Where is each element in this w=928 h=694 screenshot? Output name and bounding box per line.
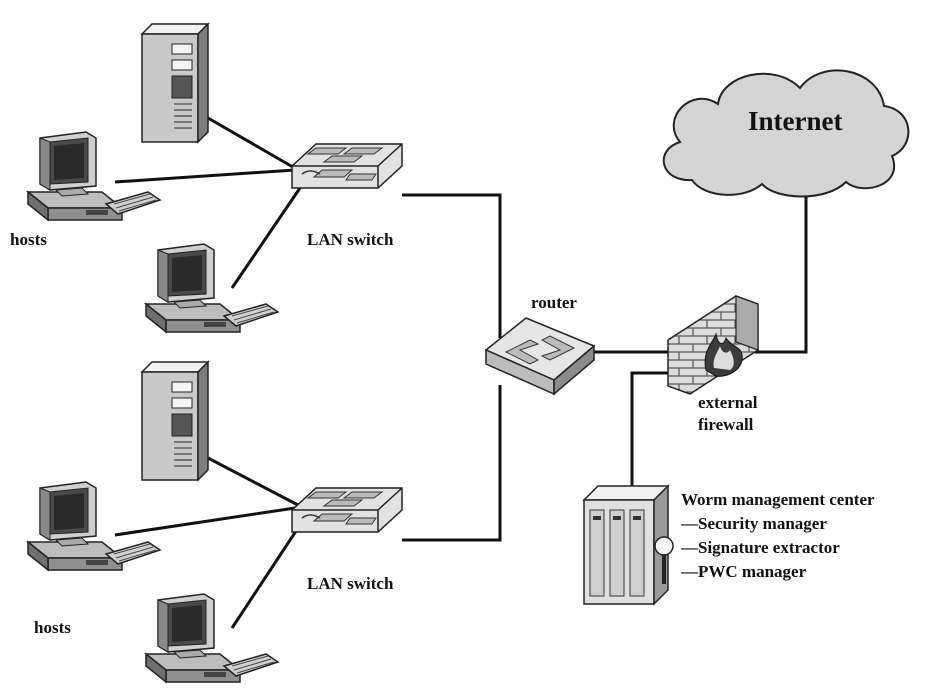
firewall-label-line1: external	[698, 393, 758, 412]
hosts-top-label: hosts	[10, 230, 47, 249]
workstation-icon	[145, 243, 279, 333]
link-server1-switch1	[207, 116, 299, 172]
connection-lines	[114, 116, 808, 629]
wmc-server-icon	[582, 484, 674, 606]
link-firewall-internet	[755, 188, 808, 354]
workstation-icon	[27, 481, 161, 571]
switch-bottom-label: LAN switch	[307, 574, 394, 593]
server-icon	[141, 361, 209, 481]
switch-top-label: LAN switch	[307, 230, 394, 249]
router-icon	[484, 317, 596, 396]
link-pc1-switch1	[114, 168, 296, 184]
firewall-icon	[667, 295, 759, 395]
link-firewall-wmc	[630, 371, 672, 490]
internet-label: Internet	[748, 106, 843, 136]
wmc-item-security-manager: —Security manager	[681, 514, 827, 533]
switch-icon	[291, 143, 403, 189]
link-server2-switch2	[207, 456, 299, 507]
wmc-title: Worm management center	[681, 490, 875, 509]
router-label: router	[531, 293, 577, 312]
link-switch2-router	[402, 385, 502, 542]
workstation-icon	[27, 131, 161, 221]
link-pc2-switch1	[230, 187, 302, 289]
switch-icon	[291, 487, 403, 533]
wmc-item-signature-extractor: —Signature extractor	[681, 538, 840, 557]
workstation-icon	[145, 593, 279, 683]
link-switch1-router	[402, 193, 502, 338]
link-pc3-switch2	[114, 506, 296, 537]
firewall-label-line2: firewall	[698, 415, 754, 434]
cloud-icon	[662, 69, 910, 198]
server-icon	[141, 23, 209, 143]
hosts-bottom-label: hosts	[34, 618, 71, 637]
wmc-item-pwc-manager: —PWC manager	[681, 562, 807, 581]
link-pc4-switch2	[230, 524, 302, 629]
